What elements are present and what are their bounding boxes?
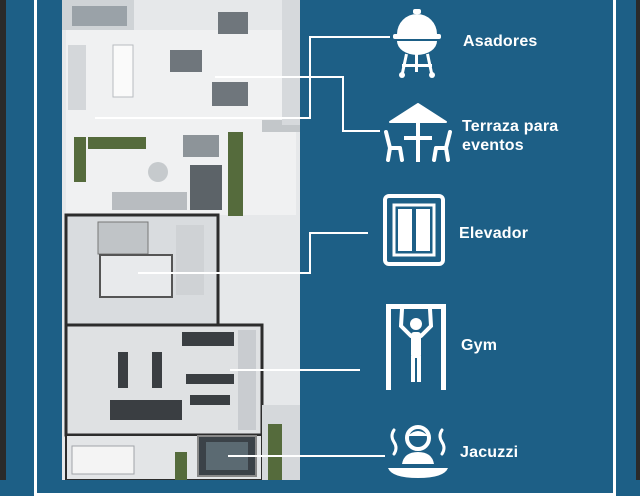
terrace-furniture — [148, 12, 248, 182]
amenity-label-terraza: Terraza para eventos — [462, 118, 559, 154]
sofa — [112, 192, 187, 210]
amenity-label-jacuzzi: Jacuzzi — [460, 444, 519, 461]
grill-icon — [393, 9, 441, 78]
terrace-table-icon — [384, 103, 452, 162]
planter — [74, 137, 86, 182]
floor-plan — [62, 0, 390, 480]
leader-lines — [95, 36, 390, 457]
jacuzzi-icon — [388, 425, 448, 478]
elevator-icon — [383, 194, 445, 266]
screen-frame — [0, 0, 640, 480]
gym-pullup-icon — [386, 304, 446, 390]
amenity-label-asadores: Asadores — [463, 33, 538, 50]
amenity-label-elevador: Elevador — [459, 225, 529, 242]
gym-equipment — [110, 332, 234, 420]
amenity-label-gym: Gym — [461, 337, 498, 354]
top-room — [72, 6, 127, 26]
